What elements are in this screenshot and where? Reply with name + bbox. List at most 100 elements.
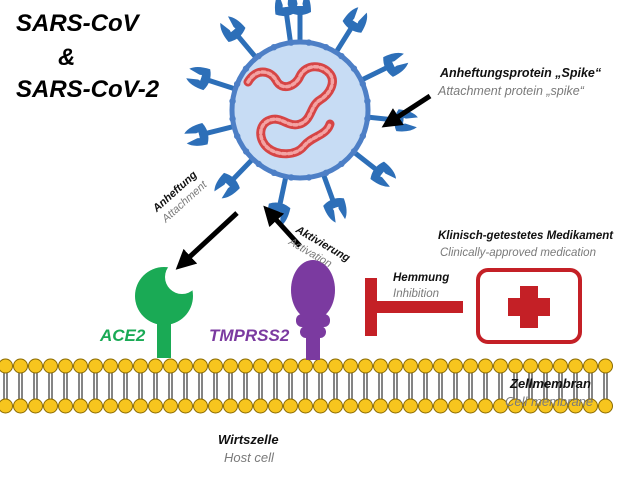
lipid-head (43, 398, 58, 414)
lipid-head (223, 358, 238, 374)
lipid-head (133, 398, 148, 414)
envelope-bump (305, 39, 313, 46)
lipid-head (508, 358, 523, 374)
lipid-head (523, 398, 538, 414)
lipid-head (13, 398, 28, 414)
envelope-bump (350, 148, 358, 155)
lipid-head (238, 358, 253, 374)
lipid-head (583, 358, 598, 374)
host-cell-label-de: Wirtszelle (218, 432, 279, 447)
lipid-head (208, 398, 223, 414)
lipid-head (388, 398, 403, 414)
envelope-bump (255, 52, 262, 60)
lipid-head (343, 398, 358, 414)
lipid-head (583, 398, 598, 414)
lipid-head (88, 358, 103, 374)
medication-label-en: Clinically-approved medication (440, 247, 596, 259)
lipid-head (373, 358, 388, 374)
cell-membrane (0, 358, 613, 414)
lipid-head (433, 398, 448, 414)
lipid-head (418, 358, 433, 374)
spike-protein (184, 123, 237, 146)
envelope-bump (229, 97, 236, 105)
lipid-head (553, 398, 568, 414)
lipid-head (103, 398, 118, 414)
lipid-head (253, 358, 268, 374)
lipid-head (283, 358, 298, 374)
lipid-head (103, 358, 118, 374)
envelope-bump (350, 65, 358, 72)
arrows (175, 93, 432, 270)
lipid-head (283, 398, 298, 414)
envelope-bump (255, 160, 262, 168)
lipid-head (253, 398, 268, 414)
lipid-head (118, 358, 133, 374)
envelope-bump (229, 115, 236, 123)
attachment-arrow (175, 211, 239, 270)
lipid-head (238, 398, 253, 414)
spike-protein (358, 52, 409, 84)
envelope-bump (359, 80, 367, 88)
lipid-head (148, 358, 163, 374)
envelope-bump (242, 148, 250, 155)
lipid-head (388, 358, 403, 374)
lipid-head (568, 358, 583, 374)
spike-protein (267, 174, 291, 227)
envelope-bump (270, 169, 278, 177)
lipid-head (493, 358, 508, 374)
spike-protein (350, 148, 397, 187)
lipid-head (493, 398, 508, 414)
envelope-bump (242, 65, 250, 72)
spike-protein (320, 171, 347, 223)
lipid-head (223, 398, 238, 414)
lipid-head (88, 398, 103, 414)
inhibition-label-en: Inhibition (393, 288, 440, 300)
lipid-head (448, 398, 463, 414)
envelope-bump (322, 169, 330, 177)
viral-rna-core (246, 65, 335, 156)
envelope-bump (233, 80, 241, 88)
lipid-head (298, 398, 313, 414)
medication-cross-icon (476, 268, 582, 344)
lipid-head (463, 358, 478, 374)
envelope-bump (359, 132, 367, 140)
lipid-head (73, 358, 88, 374)
lipid-head (133, 358, 148, 374)
lipid-head (358, 358, 373, 374)
envelope-bump (233, 132, 241, 140)
lipid-head (373, 398, 388, 414)
lipid-head (0, 358, 13, 374)
title-line-3: SARS-CoV-2 (16, 76, 160, 103)
lipid-head (448, 358, 463, 374)
lipid-head (178, 358, 193, 374)
lipid-head (0, 398, 13, 414)
lipid-head (433, 358, 448, 374)
virus-icon (184, 0, 418, 227)
envelope-bump (287, 174, 295, 181)
membrane-label-en: Cell membrane (505, 394, 594, 409)
ace2-receptor-icon (135, 260, 199, 358)
lipid-head (538, 398, 553, 414)
lipid-head (268, 398, 283, 414)
inhibition-bar-icon (365, 278, 463, 336)
lipid-head (358, 398, 373, 414)
lipid-head (268, 358, 283, 374)
lipid-head (193, 398, 208, 414)
spike-protein (220, 16, 260, 62)
lipid-head (163, 398, 178, 414)
lipid-head (418, 398, 433, 414)
lipid-head (328, 398, 343, 414)
lipid-heads (0, 358, 613, 414)
envelope-bump (338, 160, 345, 168)
lipid-head (118, 398, 133, 414)
lipid-head (478, 358, 493, 374)
lipid-head (148, 398, 163, 414)
membrane-label-de: Zellmembran (510, 376, 591, 391)
envelope-bump (364, 115, 371, 123)
envelope-bumps (229, 39, 371, 181)
lipid-head (553, 358, 568, 374)
lipid-head (178, 398, 193, 414)
envelope-bump (364, 97, 371, 105)
